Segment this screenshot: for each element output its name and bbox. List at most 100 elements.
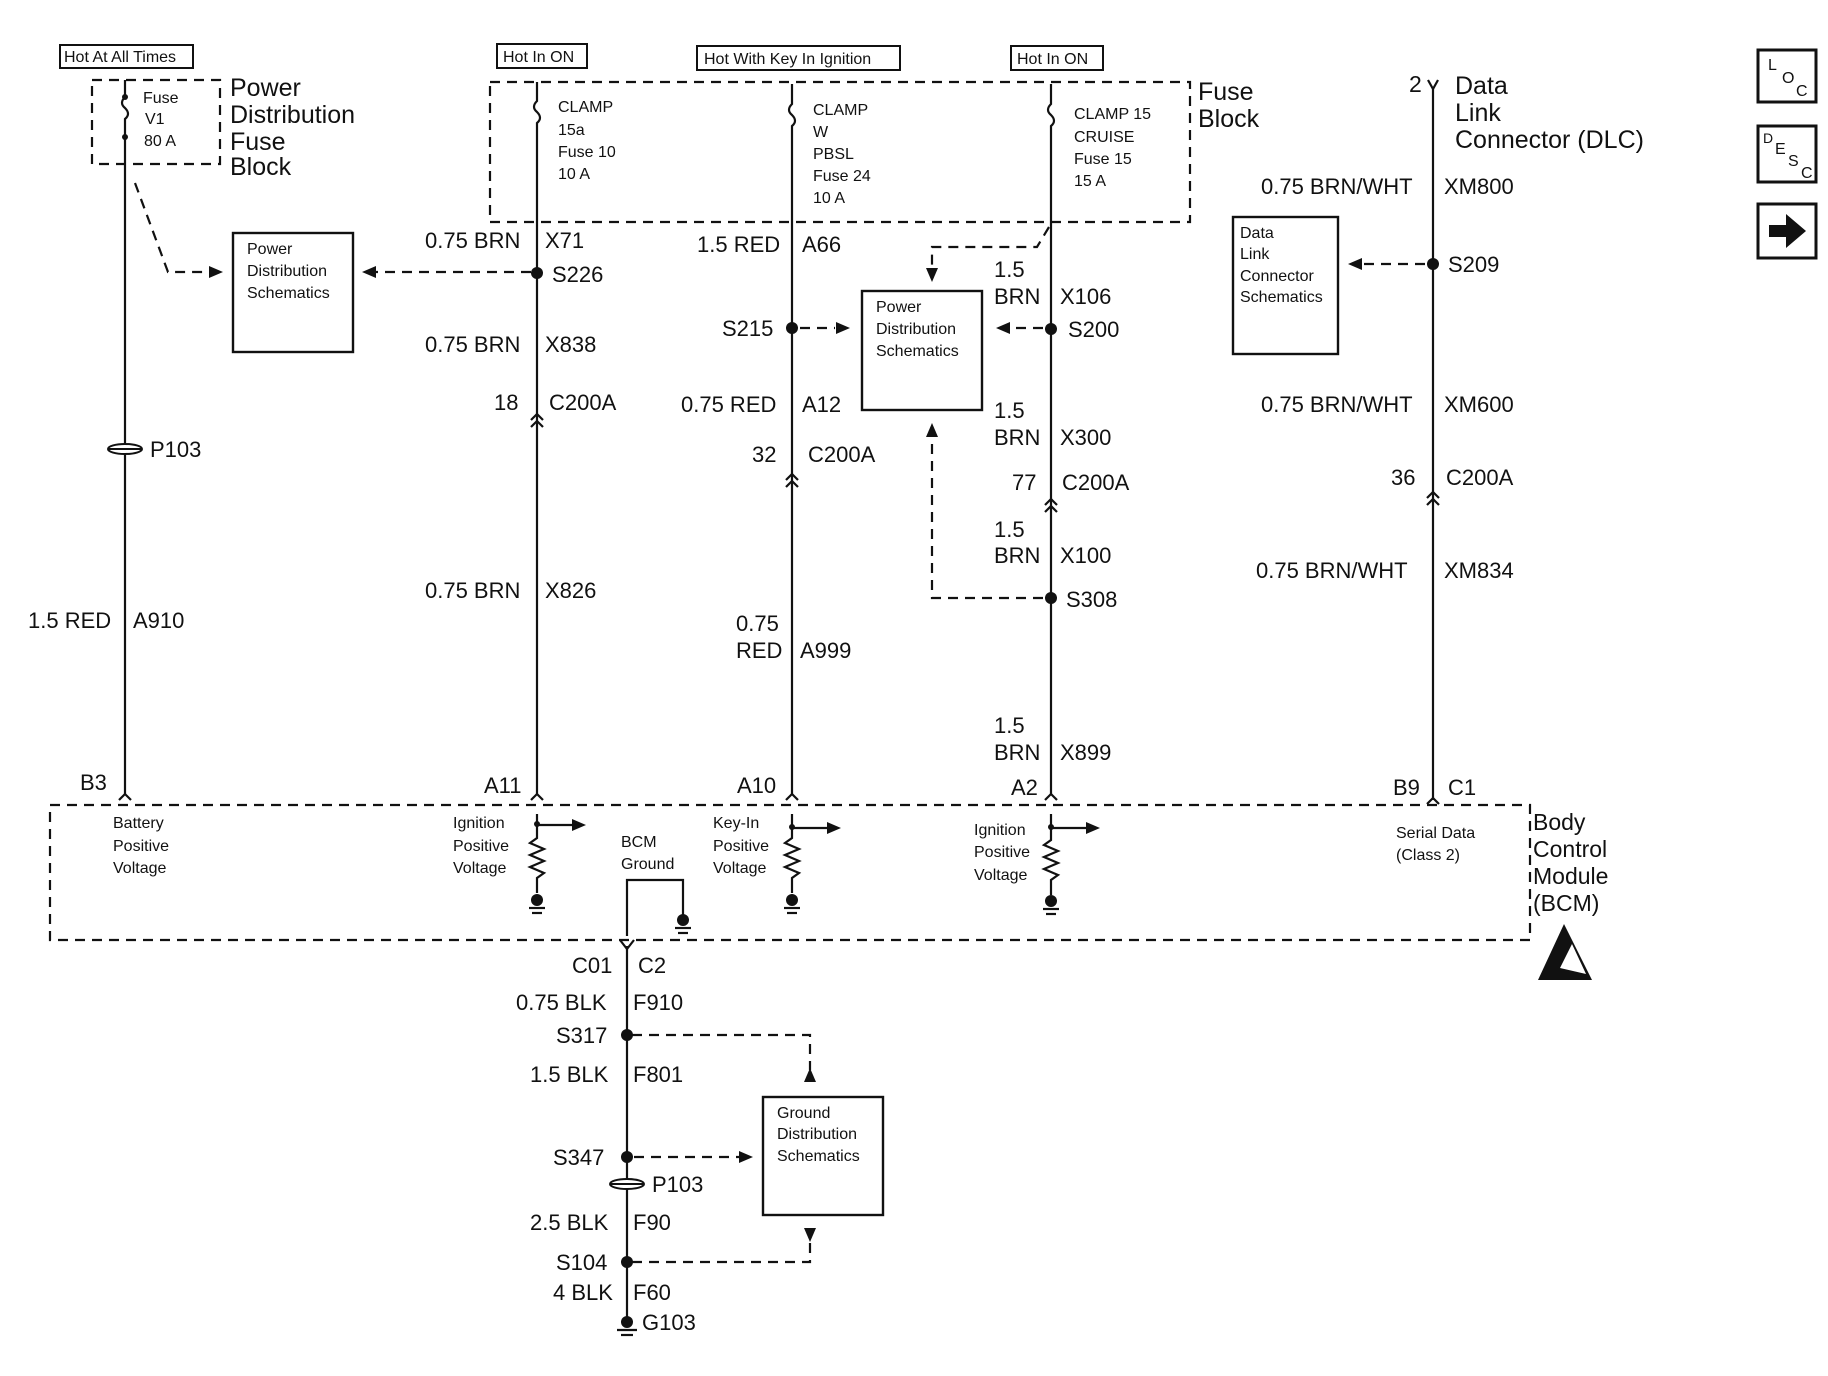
hot-on-left-text: Hot In ON [503, 49, 574, 66]
wire-a910-circuit: A910 [133, 608, 184, 633]
bcm-conn-b3 [118, 792, 132, 801]
loc-letter-3: C [1796, 83, 1808, 100]
ground-pin-c2: C2 [638, 953, 666, 978]
bat-line-3: Voltage [113, 860, 166, 877]
fuse-15-line-4: 15 A [1074, 173, 1106, 190]
fuse-block: Fuse Block CLAMP 15a Fuse 10 10 A CLAMP … [488, 78, 1260, 224]
serial-line-1: Serial Data [1396, 825, 1475, 842]
ground-connector-c01-c2 [619, 939, 635, 951]
ign2-line-2: Positive [974, 844, 1030, 861]
wire-x106-gauge-2: BRN [994, 284, 1040, 309]
description-button[interactable]: D E S C [1756, 124, 1818, 184]
c200a-pin-32: 32 [752, 442, 776, 467]
splice-s215-label: S215 [722, 316, 773, 341]
data-link-connector-schematics-ref[interactable]: Data Link Connector Schematics [1231, 215, 1340, 356]
desc-letter-3: S [1788, 153, 1799, 170]
splice-s347-label: S347 [553, 1145, 604, 1170]
bcm-title-4: (BCM) [1533, 890, 1599, 916]
bcm-pin-a10: A10 [737, 773, 776, 798]
pdfb-title-2: Distribution [230, 101, 355, 129]
wire-x838-gauge: 0.75 BRN [425, 332, 520, 357]
wire-x100-gauge-2: BRN [994, 543, 1040, 568]
dlc-connector-symbol [1427, 79, 1439, 92]
wire-f90-circuit: F90 [633, 1210, 671, 1235]
hot-label-key: Hot With Key In Ignition [696, 45, 901, 71]
ground-pin-c01: C01 [572, 953, 612, 978]
ground-g103-label: G103 [642, 1310, 696, 1335]
wire-x106-gauge-1: 1.5 [994, 257, 1025, 282]
fuse-block-title-1: Fuse [1198, 78, 1254, 106]
ign1-line-2: Positive [453, 838, 509, 855]
splice-s200 [1045, 323, 1057, 335]
c200a-pin-18: 18 [494, 390, 518, 415]
wire-x71-gauge: 0.75 BRN [425, 228, 520, 253]
hot-label-always: Hot At All Times [59, 44, 194, 69]
splice-s308 [1045, 592, 1057, 604]
ground-circuit: C01 C2 0.75 BLK F910 S317 1.5 BLK F801 S… [516, 939, 703, 1337]
input-circuit-a2 [1041, 814, 1100, 916]
desc-letter-1: D [1763, 130, 1773, 146]
fuse-15-line-2: CRUISE [1074, 129, 1134, 146]
p103-label-top: P103 [150, 437, 201, 462]
dlc-pin: 2 [1409, 71, 1422, 97]
power-distribution-fuse-block: Fuse V1 80 A Power Distribution Fuse Blo… [90, 74, 355, 181]
reference-leaders [133, 182, 1425, 1264]
bcm-conn-a10 [785, 792, 799, 801]
wire-xm800-circuit: XM800 [1444, 174, 1514, 199]
fuse-24-line-3: PBSL [813, 146, 854, 163]
key-line-1: Key-In [713, 815, 759, 832]
wire-a66-circuit: A66 [802, 232, 841, 257]
splice-s215 [786, 322, 798, 334]
dlc-title-3: Connector (DLC) [1455, 126, 1644, 154]
hot-key-text: Hot With Key In Ignition [704, 51, 871, 68]
gds-line-2: Distribution [777, 1126, 857, 1143]
ground-distribution-schematics-ref[interactable]: Ground Distribution Schematics [761, 1095, 885, 1217]
bat-line-2: Positive [113, 838, 169, 855]
bcm-gnd-line-2: Ground [621, 856, 674, 873]
wire-x899-gauge-2: BRN [994, 740, 1040, 765]
hot-always-text: Hot At All Times [64, 49, 176, 66]
c200a-pin-77: 77 [1012, 470, 1036, 495]
c200a-pin-36: 36 [1391, 465, 1415, 490]
pdfb-title-4: Block [230, 153, 292, 181]
fuse-24-symbol [787, 84, 797, 138]
wire-f910-circuit: F910 [633, 990, 683, 1015]
wire-x100-circuit: X100 [1060, 543, 1111, 568]
fuse-15-line-3: Fuse 15 [1074, 151, 1132, 168]
splice-s209 [1427, 258, 1439, 270]
wire-a12-gauge: 0.75 RED [681, 392, 776, 417]
wire-x71-circuit: X71 [545, 228, 584, 253]
next-page-button[interactable] [1756, 202, 1818, 260]
power-distribution-schematics-ref-1[interactable]: Power Distribution Schematics [231, 231, 355, 354]
fuse-block-title-2: Block [1198, 105, 1260, 133]
c200a-connector-1 [530, 412, 544, 428]
wire-a999-gauge-1: 0.75 [736, 611, 779, 636]
fuse-24-line-5: 10 A [813, 190, 845, 207]
location-button[interactable]: L O C [1756, 48, 1818, 104]
wire-x826-gauge: 0.75 BRN [425, 578, 520, 603]
bcm-conn-a11 [530, 792, 544, 801]
wire-a910-gauge: 1.5 RED [28, 608, 111, 633]
data-link-connector: 2 Data Link Connector (DLC) [1409, 71, 1644, 154]
wire-f60-gauge: 4 BLK [553, 1280, 613, 1305]
p103-connector-top: P103 [107, 437, 201, 462]
ign2-line-1: Ignition [974, 822, 1026, 839]
splice-s104-label: S104 [556, 1250, 607, 1275]
splice-s209-label: S209 [1448, 252, 1499, 277]
p103-label-bottom: P103 [652, 1172, 703, 1197]
dlc-title-1: Data [1455, 72, 1508, 100]
wire-xm600-gauge: 0.75 BRN/WHT [1261, 392, 1413, 417]
splice-s317 [621, 1029, 633, 1041]
wire-x899-circuit: X899 [1060, 740, 1111, 765]
fuse-24-line-1: CLAMP [813, 102, 868, 119]
splice-s226-label: S226 [552, 262, 603, 287]
c200a-connector-2 [785, 472, 799, 488]
dlcs-line-4: Schematics [1240, 289, 1323, 306]
fuse-10-symbol [532, 82, 542, 135]
bat-line-1: Battery [113, 815, 164, 832]
ign1-line-1: Ignition [453, 815, 505, 832]
power-distribution-schematics-ref-2[interactable]: Power Distribution Schematics [860, 289, 984, 412]
fuse-10-line-2: 15a [558, 122, 585, 139]
splice-s226 [531, 267, 543, 279]
fuse-10-line-1: CLAMP [558, 99, 613, 116]
